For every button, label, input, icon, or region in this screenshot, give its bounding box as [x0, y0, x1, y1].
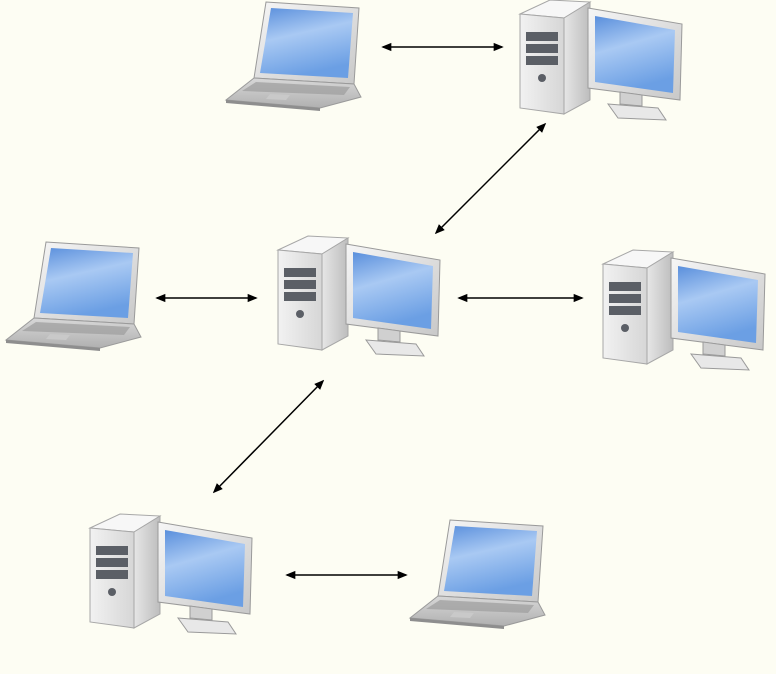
laptop-left-icon [5, 241, 142, 352]
desktop-bottom-left-icon [89, 513, 253, 635]
laptop-bottom-right-icon [409, 519, 546, 630]
edge-arrow [434, 122, 547, 235]
laptop-top-icon [225, 1, 362, 112]
desktop-right-icon [602, 249, 766, 371]
edge-arrow [212, 379, 325, 494]
desktop-top-right-icon [519, 0, 683, 121]
desktop-center-icon [277, 235, 441, 357]
